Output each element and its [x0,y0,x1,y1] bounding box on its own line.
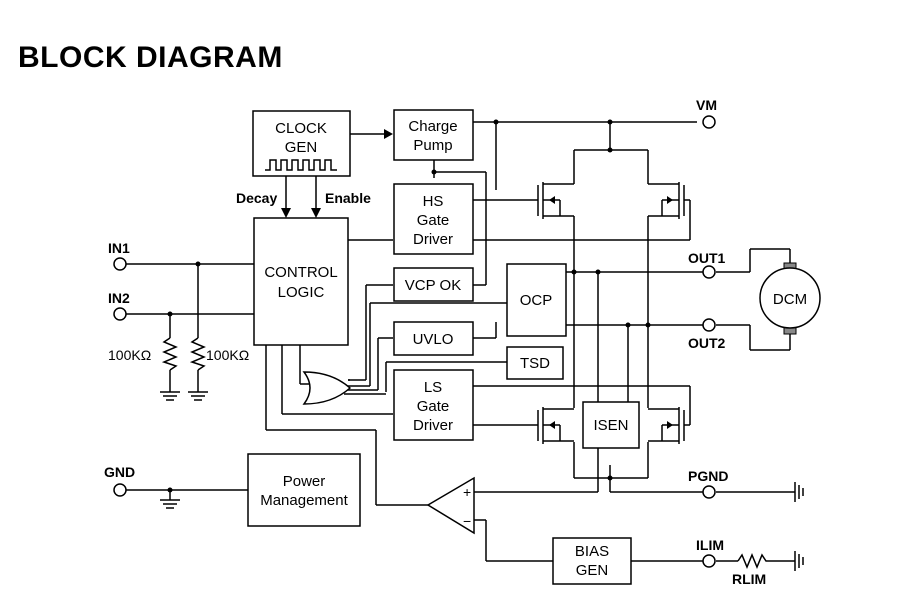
tsd-label: TSD [520,355,550,372]
hs-mosfet-left [537,182,574,219]
ocp-label: OCP [520,292,553,309]
bias-gen-label-2: GEN [576,562,609,579]
charge-pump-label-2: Pump [413,137,452,154]
vm-label: VM [696,97,717,113]
out2-label: OUT2 [688,335,726,351]
power-management-block: Power Management [247,453,361,527]
clock-gen-block: CLOCK GEN [252,110,351,177]
power-management-label-1: Power [283,473,326,490]
hs-gate-driver-label-1: HS [423,193,444,210]
hs-gate-driver-label-2: Gate [417,212,450,229]
gnd-pin [113,483,127,497]
arrowheads [281,129,393,218]
ls-gate-driver-label-2: Gate [417,398,450,415]
bias-gen-block: BIAS GEN [552,537,632,585]
clock-gen-label-2: GEN [285,139,318,156]
out2-pin [702,318,716,332]
ls-mosfet-left [537,407,574,444]
rlim-label: RLIM [732,571,766,587]
comparator-minus: − [463,513,471,529]
clock-gen-label-1: CLOCK [275,120,327,137]
wires [126,121,795,569]
bias-gen-label-1: BIAS [575,543,609,560]
ls-gate-driver-block: LS Gate Driver [393,369,474,441]
out1-pin [702,265,716,279]
ilim-label: ILIM [696,537,724,553]
gnd-label: GND [104,464,135,480]
charge-pump-label-1: Charge [408,118,457,135]
charge-pump-block: Charge Pump [393,109,474,161]
ls-mosfet-right [648,407,690,444]
control-logic-label-1: CONTROL [264,264,337,281]
resistor-r2-symbol [189,337,206,371]
control-logic-block: CONTROL LOGIC [253,217,349,346]
in1-label: IN1 [108,240,130,256]
out1-label: OUT1 [688,250,726,266]
ilim-pin [702,554,716,568]
clock-waveform-icon [265,159,337,171]
vm-pin [702,115,716,129]
ground-symbols [160,391,804,571]
pgnd-label: PGND [688,468,728,484]
power-management-label-2: Management [260,492,348,509]
vcp-ok-block: VCP OK [393,267,474,302]
in2-pin [113,307,127,321]
pgnd-pin [702,485,716,499]
hs-gate-driver-label-3: Driver [413,231,453,248]
decay-label: Decay [236,190,277,206]
isen-label: ISEN [593,417,628,434]
junction-dots [167,119,651,493]
or-gate [302,371,352,405]
page-title: BLOCK DIAGRAM [18,41,283,74]
hs-gate-driver-block: HS Gate Driver [393,183,474,255]
ls-gate-driver-label-1: LS [424,379,442,396]
in1-pin [113,257,127,271]
resistor-r2-label: 100KΩ [206,347,249,363]
pin-terminals [113,115,716,568]
ls-gate-driver-label-3: Driver [413,417,453,434]
uvlo-label: UVLO [413,331,454,348]
enable-label: Enable [325,190,371,206]
resistor-r1-symbol [161,337,178,371]
tsd-block: TSD [506,346,564,380]
vcp-ok-label: VCP OK [405,277,461,294]
in2-label: IN2 [108,290,130,306]
control-logic-label-2: LOGIC [278,284,325,301]
motor-label: DCM [773,291,807,308]
comparator [426,476,475,535]
dc-motor: DCM [759,262,821,335]
uvlo-block: UVLO [393,321,474,356]
comparator-plus: + [463,484,471,500]
hs-mosfet-right [648,182,690,219]
ocp-block: OCP [506,263,567,337]
resistor-r1-label: 100KΩ [108,347,151,363]
isen-block: ISEN [582,401,640,449]
